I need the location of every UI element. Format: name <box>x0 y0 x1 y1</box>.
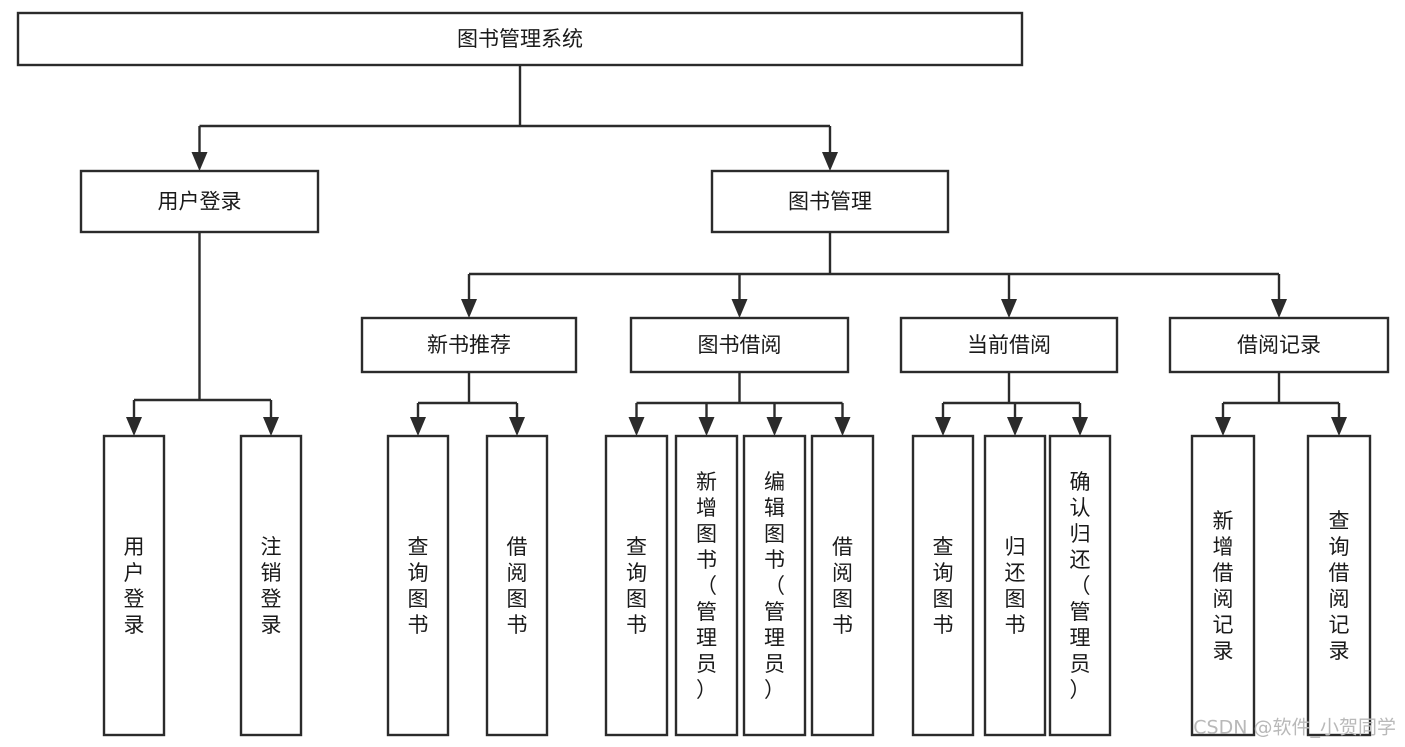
node-label-book-manage: 图书管理 <box>788 190 872 214</box>
arrow-head-icon <box>461 299 477 318</box>
node-leaf-add-book[interactable]: 新增图书（管理员） <box>674 434 739 737</box>
node-box-leaf-query-book-cur[interactable] <box>911 434 975 737</box>
node-label-current-borrow: 当前借阅 <box>967 333 1051 357</box>
node-label-leaf-borrow-book-rec: 借阅图书 <box>507 535 528 637</box>
node-label-new-book-rec: 新书推荐 <box>427 333 511 357</box>
node-leaf-borrow-book[interactable]: 借阅图书 <box>810 434 875 737</box>
node-box-leaf-user-login[interactable] <box>102 434 166 737</box>
node-book-manage[interactable]: 图书管理 <box>710 169 950 234</box>
node-box-root[interactable] <box>16 11 1024 67</box>
node-box-leaf-query-book-borrow[interactable] <box>604 434 669 737</box>
node-leaf-add-record[interactable]: 新增借阅记录 <box>1190 434 1256 737</box>
node-label-leaf-user-logout: 注销登录 <box>261 535 282 637</box>
arrow-head-icon <box>1072 417 1088 436</box>
arrow-head-icon <box>1215 417 1231 436</box>
node-label-book-borrow: 图书借阅 <box>698 333 782 357</box>
node-leaf-user-logout[interactable]: 注销登录 <box>239 434 303 737</box>
node-new-book-rec[interactable]: 新书推荐 <box>360 316 578 374</box>
arrow-head-icon <box>1271 299 1287 318</box>
node-box-new-book-rec[interactable] <box>360 316 578 374</box>
node-label-leaf-query-book-rec: 查询图书 <box>408 535 429 637</box>
node-box-user-login[interactable] <box>79 169 320 234</box>
node-label-leaf-confirm-return: 确认归还（管理员） <box>1070 470 1091 702</box>
arrow-head-icon <box>822 152 838 171</box>
arrow-head-icon <box>191 152 208 171</box>
node-box-borrow-record[interactable] <box>1168 316 1390 374</box>
node-label-leaf-query-record: 查询借阅记录 <box>1329 509 1350 663</box>
arrow-head-icon <box>509 417 525 436</box>
node-box-book-borrow[interactable] <box>629 316 850 374</box>
arrow-head-icon <box>731 299 748 318</box>
node-box-leaf-query-record[interactable] <box>1306 434 1372 737</box>
node-layer: 图书管理系统用户登录图书管理新书推荐图书借阅当前借阅借阅记录用户登录注销登录查询… <box>16 11 1390 737</box>
arrow-head-icon <box>1001 299 1017 318</box>
node-user-login[interactable]: 用户登录 <box>79 169 320 234</box>
node-label-leaf-user-login: 用户登录 <box>124 535 145 637</box>
arrow-head-icon <box>263 417 279 436</box>
connector-layer <box>126 65 1347 436</box>
arrow-head-icon <box>628 417 645 436</box>
node-label-leaf-return-book: 归还图书 <box>1005 535 1026 637</box>
node-box-leaf-borrow-book-rec[interactable] <box>485 434 549 737</box>
node-leaf-confirm-return[interactable]: 确认归还（管理员） <box>1048 434 1112 737</box>
arrow-head-icon <box>1007 417 1023 436</box>
node-box-leaf-borrow-book[interactable] <box>810 434 875 737</box>
arrow-head-icon <box>935 417 951 436</box>
node-label-borrow-record: 借阅记录 <box>1237 333 1321 357</box>
node-book-borrow[interactable]: 图书借阅 <box>629 316 850 374</box>
node-box-leaf-query-book-rec[interactable] <box>386 434 450 737</box>
node-box-leaf-user-logout[interactable] <box>239 434 303 737</box>
node-leaf-edit-book[interactable]: 编辑图书（管理员） <box>742 434 807 737</box>
node-leaf-user-login[interactable]: 用户登录 <box>102 434 166 737</box>
node-leaf-query-book-borrow[interactable]: 查询图书 <box>604 434 669 737</box>
watermark-label: CSDN @软件_小贺同学 <box>1193 717 1396 739</box>
node-leaf-query-record[interactable]: 查询借阅记录 <box>1306 434 1372 737</box>
arrow-head-icon <box>410 417 426 436</box>
arrow-head-icon <box>126 417 142 436</box>
node-root[interactable]: 图书管理系统 <box>16 11 1024 67</box>
node-current-borrow[interactable]: 当前借阅 <box>899 316 1119 374</box>
node-box-leaf-add-book[interactable] <box>674 434 739 737</box>
node-box-leaf-return-book[interactable] <box>983 434 1047 737</box>
arrow-head-icon <box>766 417 783 436</box>
arrow-head-icon <box>1331 417 1347 436</box>
node-leaf-query-book-cur[interactable]: 查询图书 <box>911 434 975 737</box>
node-label-leaf-query-book-borrow: 查询图书 <box>626 535 647 637</box>
node-label-leaf-query-book-cur: 查询图书 <box>933 535 954 637</box>
node-borrow-record[interactable]: 借阅记录 <box>1168 316 1390 374</box>
node-box-current-borrow[interactable] <box>899 316 1119 374</box>
node-box-leaf-confirm-return[interactable] <box>1048 434 1112 737</box>
arrow-head-icon <box>698 417 715 436</box>
node-label-root: 图书管理系统 <box>457 27 583 51</box>
node-leaf-query-book-rec[interactable]: 查询图书 <box>386 434 450 737</box>
node-label-leaf-borrow-book: 借阅图书 <box>832 535 853 637</box>
node-leaf-return-book[interactable]: 归还图书 <box>983 434 1047 737</box>
arrow-head-icon <box>834 417 851 436</box>
node-label-leaf-add-record: 新增借阅记录 <box>1213 509 1234 663</box>
node-box-book-manage[interactable] <box>710 169 950 234</box>
node-label-leaf-add-book: 新增图书（管理员） <box>696 470 717 702</box>
node-label-user-login: 用户登录 <box>158 190 242 214</box>
node-box-leaf-add-record[interactable] <box>1190 434 1256 737</box>
node-leaf-borrow-book-rec[interactable]: 借阅图书 <box>485 434 549 737</box>
node-label-leaf-edit-book: 编辑图书（管理员） <box>764 470 785 702</box>
node-box-leaf-edit-book[interactable] <box>742 434 807 737</box>
